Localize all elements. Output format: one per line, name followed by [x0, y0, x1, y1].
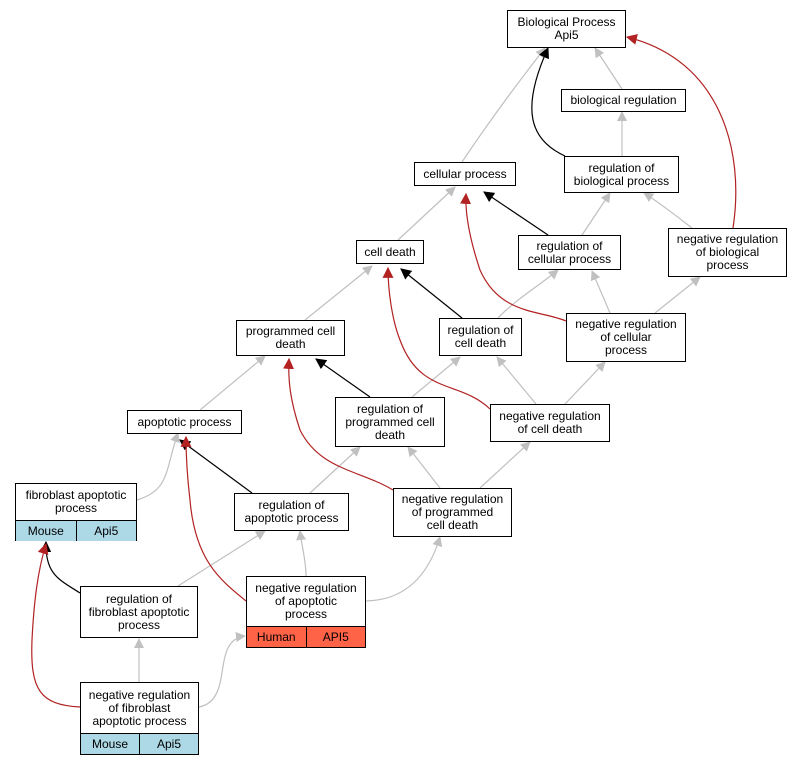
edge-regcellproc-regbio	[581, 192, 611, 236]
species-tag: Mouse	[81, 734, 139, 754]
edge-negregcelldeath-negregcellproc	[564, 361, 606, 405]
edge-regpcd-regcelldeath	[411, 356, 461, 398]
edge-regapop-apop-regulates	[179, 439, 253, 494]
gene-tag: Api5	[139, 734, 198, 754]
edge-negregcellproc-negregbio	[654, 276, 701, 314]
node-regulation-of-fibroblast-apoptotic-process[interactable]: regulation of fibroblast apoptotic proce…	[80, 586, 198, 638]
species-gene-row: Mouse Api5	[81, 733, 198, 754]
node-regulation-of-cell-death[interactable]: regulation of cell death	[439, 318, 522, 356]
node-label: regulation of cell death	[447, 323, 514, 350]
edge-negregfibapop-negregapop	[198, 632, 246, 708]
node-negative-regulation-of-apoptotic-process[interactable]: negative regulation of apoptotic process…	[246, 576, 366, 648]
edge-bioreg-bp	[594, 47, 623, 90]
edge-regcellproc-cellproc-regulates	[483, 191, 549, 236]
edge-apop-pcd	[199, 355, 266, 411]
edge-celldeath-cellproc	[397, 186, 456, 241]
node-label: regulation of cellular process	[527, 238, 612, 266]
node-regulation-of-apoptotic-process[interactable]: regulation of apoptotic process	[234, 493, 349, 531]
node-biological-regulation[interactable]: biological regulation	[561, 89, 686, 112]
edge-negregfibapop-fibapop-negreg	[31, 542, 81, 708]
edge-regcelldeath-regcellproc	[497, 269, 559, 319]
edge-negregcellproc-cellproc-negreg	[460, 192, 567, 322]
edge-negregbio-bp-negreg	[625, 34, 737, 229]
node-fibroblast-apoptotic-process[interactable]: fibroblast apoptotic process Mouse Api5	[15, 483, 137, 541]
edge-negregapop-negregpcd	[365, 536, 443, 602]
edge-negregbio-regbio	[643, 192, 693, 229]
node-label: cell death	[364, 244, 416, 259]
node-label: fibroblast apoptotic process	[25, 488, 127, 515]
species-gene-row: Human API5	[247, 626, 365, 647]
node-label: programmed cell death	[245, 324, 336, 351]
node-label: regulation of programmed cell death	[345, 401, 435, 442]
node-negative-regulation-of-cellular-process[interactable]: negative regulation of cellular process	[566, 313, 686, 362]
gene-tag: API5	[305, 627, 365, 647]
gene-tag: Api5	[75, 521, 136, 541]
node-negative-regulation-of-fibroblast-apoptotic-process[interactable]: negative regulation of fibroblast apopto…	[80, 682, 199, 755]
edge-regcelldeath-celldeath-regulates	[400, 268, 463, 319]
node-programmed-cell-death[interactable]: programmed cell death	[236, 320, 345, 356]
node-regulation-of-programmed-cell-death[interactable]: regulation of programmed cell death	[335, 397, 445, 447]
node-regulation-of-cellular-process[interactable]: regulation of cellular process	[518, 235, 621, 270]
node-apoptotic-process[interactable]: apoptotic process	[127, 410, 242, 434]
node-label: negative regulation of cell death	[499, 409, 601, 436]
species-tag: Human	[247, 627, 306, 647]
edge-pcd-celldeath	[304, 265, 373, 321]
edge-regapop-regpcd	[309, 446, 361, 494]
node-cellular-process[interactable]: cellular process	[414, 162, 516, 186]
node-label: regulation of biological process	[573, 160, 670, 188]
edge-cellproc-bp	[461, 47, 546, 163]
node-label: biological regulation	[570, 93, 677, 107]
node-negative-regulation-of-cell-death[interactable]: negative regulation of cell death	[490, 404, 610, 442]
node-regulation-of-biological-process[interactable]: regulation of biological process	[564, 156, 679, 193]
node-label: negative regulation of fibroblast apopto…	[88, 687, 191, 728]
species-gene-row: Mouse Api5	[16, 520, 136, 541]
node-cell-death[interactable]: cell death	[356, 240, 424, 264]
node-label: regulation of fibroblast apoptotic proce…	[88, 591, 190, 632]
edge-negregcellproc-regcellproc	[590, 270, 611, 314]
node-label: negative regulation of cellular process	[575, 317, 677, 357]
edge-negregapop-regapop	[296, 530, 307, 577]
node-label: apoptotic process	[137, 414, 232, 429]
edge-regpcd-pcd-regulates	[315, 358, 371, 398]
edge-negregpcd-regpcd	[407, 446, 441, 489]
node-label: Biological Process Api5	[517, 15, 616, 42]
edge-negregpcd-pcd-negreg	[283, 357, 394, 491]
node-label: negative regulation of programmed cell d…	[401, 492, 504, 532]
node-label: negative regulation of apoptotic process	[255, 581, 357, 621]
node-label: negative regulation of biological proces…	[676, 232, 779, 272]
node-negative-regulation-of-programmed-cell-death[interactable]: negative regulation of programmed cell d…	[393, 488, 512, 537]
edge-regbio-bp-regulates	[531, 46, 566, 157]
edge-fibapop-apop	[136, 432, 180, 501]
species-tag: Mouse	[16, 521, 76, 541]
edge-negregpcd-negregcelldeath	[479, 441, 531, 489]
node-negative-regulation-of-biological-process[interactable]: negative regulation of biological proces…	[668, 228, 787, 277]
edge-negregcelldeath-celldeath-negreg	[382, 266, 491, 410]
node-biological-process[interactable]: Biological Process Api5	[507, 10, 626, 48]
edge-negregapop-apop-negreg	[180, 435, 247, 602]
edge-regfibapop-fibapop-regulates	[40, 540, 81, 594]
edge-regfibapop-regapop	[177, 530, 266, 587]
node-label: cellular process	[423, 166, 507, 181]
node-label: regulation of apoptotic process	[244, 498, 339, 525]
edge-negregcelldeath-regcelldeath	[496, 356, 537, 405]
